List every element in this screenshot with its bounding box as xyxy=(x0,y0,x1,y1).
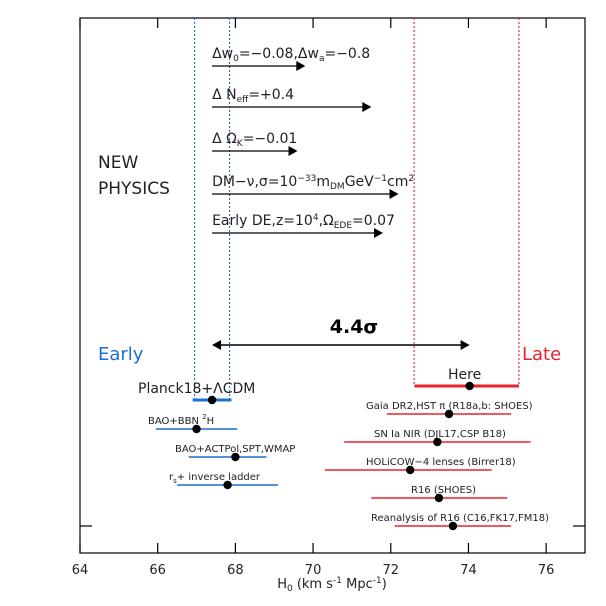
tension-arrow-head-right xyxy=(460,340,470,350)
early-measurement: rs+ inverse ladder xyxy=(169,472,279,490)
early-measurement-point xyxy=(192,424,201,434)
x-axis-label-h: H xyxy=(277,577,287,592)
early-measurement-label: BAO+BBN 2H xyxy=(148,413,214,427)
new-physics-label-line1: NEW xyxy=(98,153,138,173)
x-axis-ticks: 64 66 68 70 72 74 76 xyxy=(72,18,585,578)
late-measurement-point xyxy=(405,465,415,475)
x-tick-label: 74 xyxy=(460,563,477,578)
new-physics-arrow-label: Δ ΩK=−0.01 xyxy=(212,131,297,149)
x-tick-label: 68 xyxy=(227,563,244,578)
late-measurement: R16 (SHOES) xyxy=(371,485,508,503)
x-tick-label: 70 xyxy=(305,563,322,578)
early-label: Early xyxy=(98,344,144,365)
late-measurement-point xyxy=(448,521,458,531)
consensus-bands xyxy=(194,18,520,400)
tension-label: 4.4σ xyxy=(330,316,378,338)
x-axis-label-sub: 0 xyxy=(287,584,293,594)
late-measurement-label: Reanalysis of R16 (C16,FK17,FM18) xyxy=(371,513,549,524)
early-measurement: BAO+ACTPol,SPT,WMAP xyxy=(175,444,295,462)
late-measurement-point xyxy=(434,493,444,503)
late-measurement: Reanalysis of R16 (C16,FK17,FM18) xyxy=(371,513,549,531)
late-measurement-point xyxy=(433,437,442,447)
new-physics-label-line2: PHYSICS xyxy=(98,179,170,199)
new-physics-arrow-label: Δw0=−0.08,Δwa=−0.8 xyxy=(212,46,370,64)
late-measurement-label: R16 (SHOES) xyxy=(411,485,476,496)
late-measurement-point xyxy=(444,409,454,419)
late-measurement: Gaia DR2,HST π (R18a,b: SHOES) xyxy=(366,401,533,419)
new-physics-arrow-head xyxy=(374,228,383,238)
x-axis-label-sup2: -1 xyxy=(373,576,382,586)
x-tick-label: 72 xyxy=(382,563,399,578)
x-axis-label-units: (km s xyxy=(293,577,334,592)
tension-arrow xyxy=(212,340,470,350)
early-measurement: Planck18+ΛCDM xyxy=(138,381,255,405)
late-measurement-label: HOLiCOW−4 lenses (Birrer18) xyxy=(366,457,516,468)
late-measurement: Here xyxy=(414,367,519,391)
late-label: Late xyxy=(522,344,561,365)
new-physics-arrows: Δw0=−0.08,Δwa=−0.8 Δ Neff=+0.4 Δ ΩK=−0.01D… xyxy=(212,46,414,238)
early-measurement-point xyxy=(231,452,240,462)
late-measurement-label: SN Ia NIR (DJL17,CSP B18) xyxy=(374,429,506,440)
x-tick-label: 66 xyxy=(149,563,166,578)
plot-frame xyxy=(79,17,586,554)
new-physics-arrow-label: DM−ν,σ=10−33mDMGeV−1cm2 xyxy=(212,174,414,192)
early-measurement-point xyxy=(207,395,217,405)
early-measurement-label: Planck18+ΛCDM xyxy=(138,381,255,397)
early-measurement-label: BAO+ACTPol,SPT,WMAP xyxy=(175,444,295,455)
late-measurement: SN Ia NIR (DJL17,CSP B18) xyxy=(344,429,531,447)
new-physics-arrow-head xyxy=(389,189,399,199)
new-physics-arrow-label: Early DE,z=104,ΩEDE=0.07 xyxy=(212,213,395,231)
late-measurement-point xyxy=(465,381,474,391)
x-axis-label: H0 (km s-1 Mpc-1) xyxy=(277,576,387,594)
new-physics-arrow-head xyxy=(362,102,372,112)
new-physics-arrow-head xyxy=(288,146,298,156)
new-physics-arrow-head xyxy=(296,61,306,71)
early-measurement-point xyxy=(223,480,232,490)
x-tick-label: 64 xyxy=(72,563,89,578)
x-axis-label-mid: Mpc xyxy=(342,577,373,592)
x-axis-label-sup1: -1 xyxy=(333,576,342,586)
x-tick-label: 76 xyxy=(538,563,555,578)
late-measurement-label: Gaia DR2,HST π (R18a,b: SHOES) xyxy=(366,401,533,412)
late-measurement: HOLiCOW−4 lenses (Birrer18) xyxy=(324,457,516,475)
new-physics-arrow-label: Δ Neff=+0.4 xyxy=(212,87,294,105)
early-measurement: BAO+BBN 2H xyxy=(148,413,238,434)
late-measurement-label: Here xyxy=(448,367,481,383)
early-measurement-label: rs+ inverse ladder xyxy=(169,472,261,485)
measurements: Planck18+ΛCDM BAO+BBN 2H BAO+ACTPol,SPT,WM… xyxy=(138,367,549,531)
x-axis-label-end: ) xyxy=(382,577,387,592)
tension-arrow-head-left xyxy=(212,340,222,350)
